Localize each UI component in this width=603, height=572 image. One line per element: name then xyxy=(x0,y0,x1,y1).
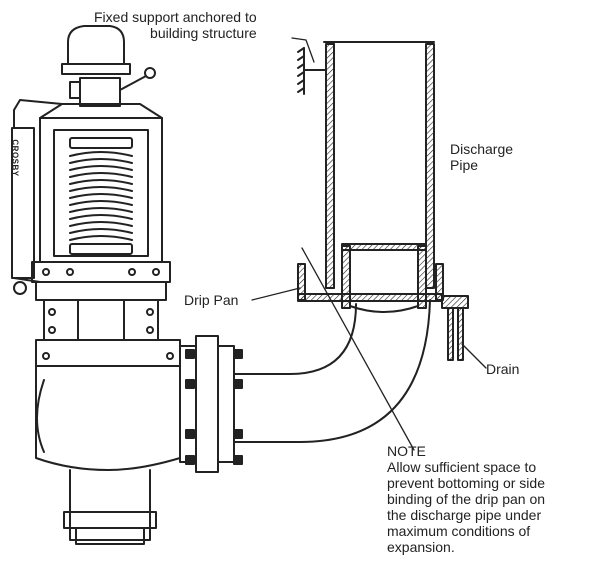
label-discharge-pipe: Discharge Pipe xyxy=(450,141,513,173)
leader-fixed-support xyxy=(291,37,315,63)
drip-pan xyxy=(297,243,444,313)
valve-spring xyxy=(69,137,133,255)
outlet-flange xyxy=(179,335,243,473)
note-line-1: Allow sufficient space to xyxy=(387,459,537,475)
elbow-pipe xyxy=(233,299,431,443)
lever-arm xyxy=(13,99,63,129)
note-line-6: expansion. xyxy=(387,539,455,555)
label-drip-pan: Drip Pan xyxy=(184,292,239,308)
drain-pipe xyxy=(441,295,469,361)
valve-cap xyxy=(67,25,125,65)
label-drain: Drain xyxy=(486,361,520,377)
lever-head xyxy=(79,77,121,107)
valve-brand-text: CROSBY xyxy=(10,139,20,177)
leader-note xyxy=(301,247,415,451)
valve-inlet xyxy=(69,469,151,541)
valve-body xyxy=(35,339,181,471)
note-line-3: binding of the drip pan on xyxy=(387,491,546,507)
note-line-2: prevent bottoming or side xyxy=(387,475,545,491)
note-line-5: maximum conditions of xyxy=(387,523,531,539)
fixed-support xyxy=(297,47,327,95)
leader-lines xyxy=(251,37,487,451)
valve-cap-band xyxy=(61,63,131,75)
note-title: NOTE xyxy=(387,443,426,459)
leader-drain xyxy=(461,343,487,369)
label-fixed-support: Fixed support anchored to building struc… xyxy=(94,9,257,41)
safety-valve xyxy=(11,25,181,545)
label-fixed-support-line1: Fixed support anchored to xyxy=(94,9,257,25)
label-discharge-line2: Pipe xyxy=(450,157,479,173)
label-fixed-support-line2: building structure xyxy=(150,25,257,41)
note-body: Allow sufficient space to prevent bottom… xyxy=(387,459,545,555)
discharge-pipe xyxy=(323,41,435,289)
lever-knob xyxy=(144,67,156,79)
note-line-4: the discharge pipe under xyxy=(387,507,542,523)
leader-drip-pan xyxy=(251,287,301,301)
bonnet-flange xyxy=(31,261,171,283)
label-discharge-line1: Discharge xyxy=(450,141,514,157)
valve-bonnet xyxy=(39,103,163,263)
lever-pivot xyxy=(13,281,27,295)
